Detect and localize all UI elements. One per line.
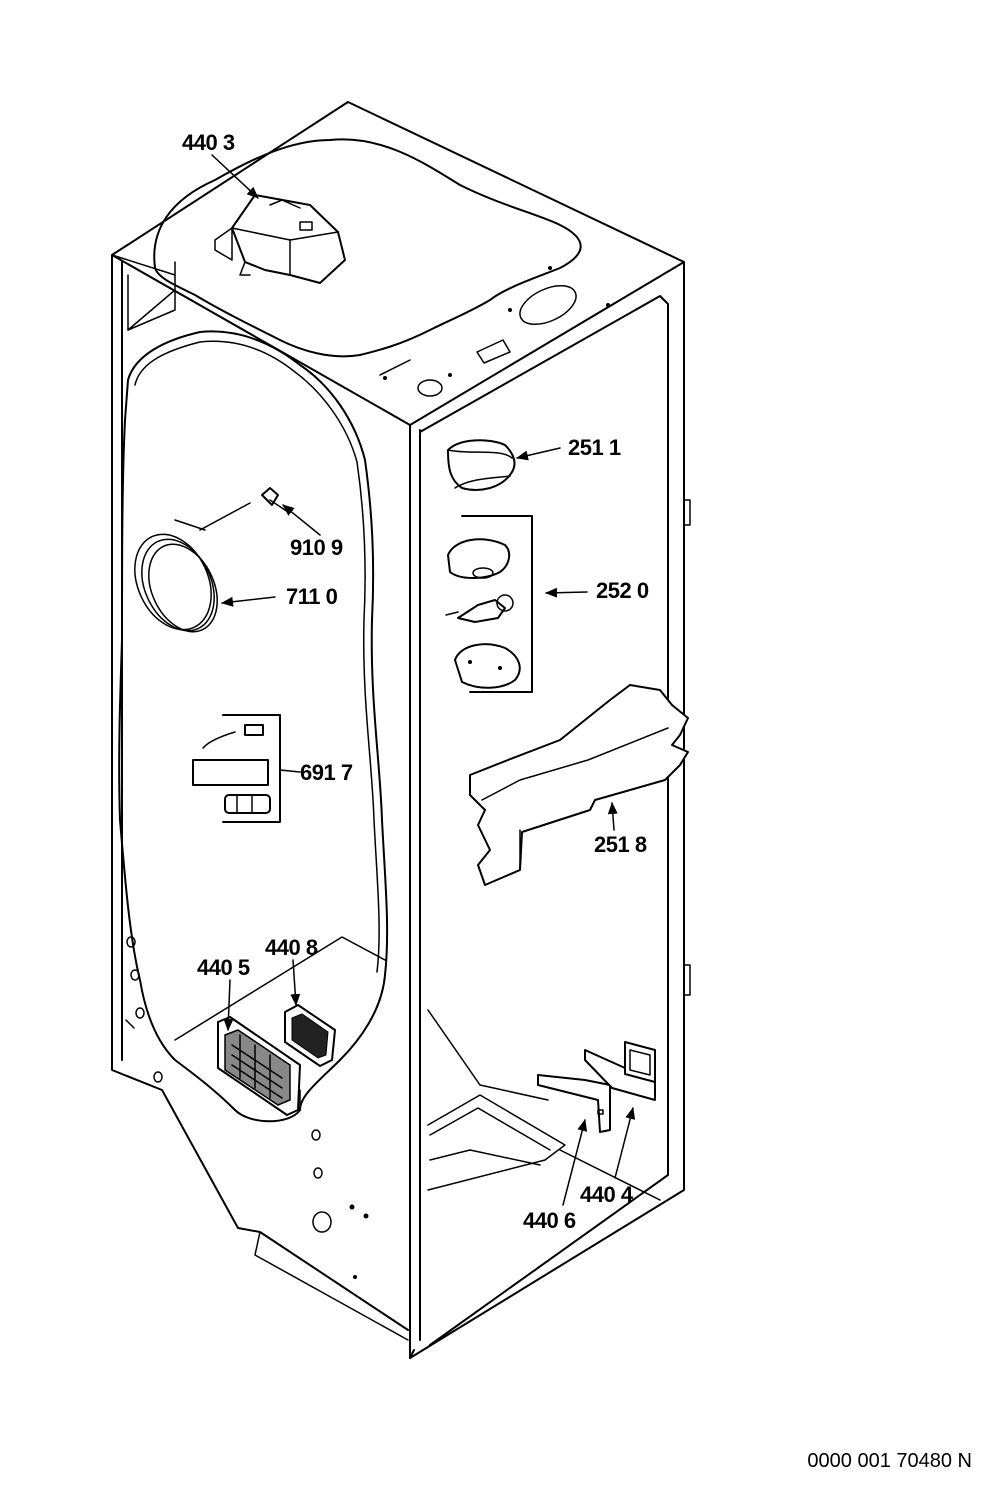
top-insulation-cutaway [111,138,610,397]
part-440-4-bracket [584,1041,656,1101]
part-252-0-lamp-assembly [445,515,533,693]
side-insulation-cutaway [118,330,389,1279]
callout-910-9: 910 9 [290,535,343,560]
part-910-9-screw [261,487,289,513]
part-440-5-control-board [217,1016,301,1116]
callout-440-5: 440 5 [197,955,250,980]
part-711-0-coiled-cable [134,502,251,633]
document-number: 0000 001 70480 N [807,1450,972,1472]
callout-440-6: 440 6 [523,1208,576,1233]
callout-440-4: 440 4 [580,1182,634,1207]
leader-lines [211,154,636,1206]
callout-440-3: 440 3 [182,130,235,155]
compartment-floor [427,1009,661,1201]
part-440-8-module [284,1004,336,1067]
part-691-7-repair-kit [192,714,281,823]
callout-labels: 440 3 251 1 910 9 711 0 252 0 691 7 251 … [182,130,649,1233]
part-251-8-cover-panel [469,684,689,886]
callout-252-0: 252 0 [596,578,649,603]
callout-711-0: 711 0 [286,584,338,609]
part-440-6-bracket [537,1074,611,1133]
part-251-1-lamp-shade [447,439,516,491]
callout-691-7: 691 7 [300,760,353,785]
callout-251-1: 251 1 [568,435,621,460]
part-440-3-control-module [214,194,346,284]
callout-440-8: 440 8 [265,935,318,960]
callout-251-8: 251 8 [594,832,647,857]
